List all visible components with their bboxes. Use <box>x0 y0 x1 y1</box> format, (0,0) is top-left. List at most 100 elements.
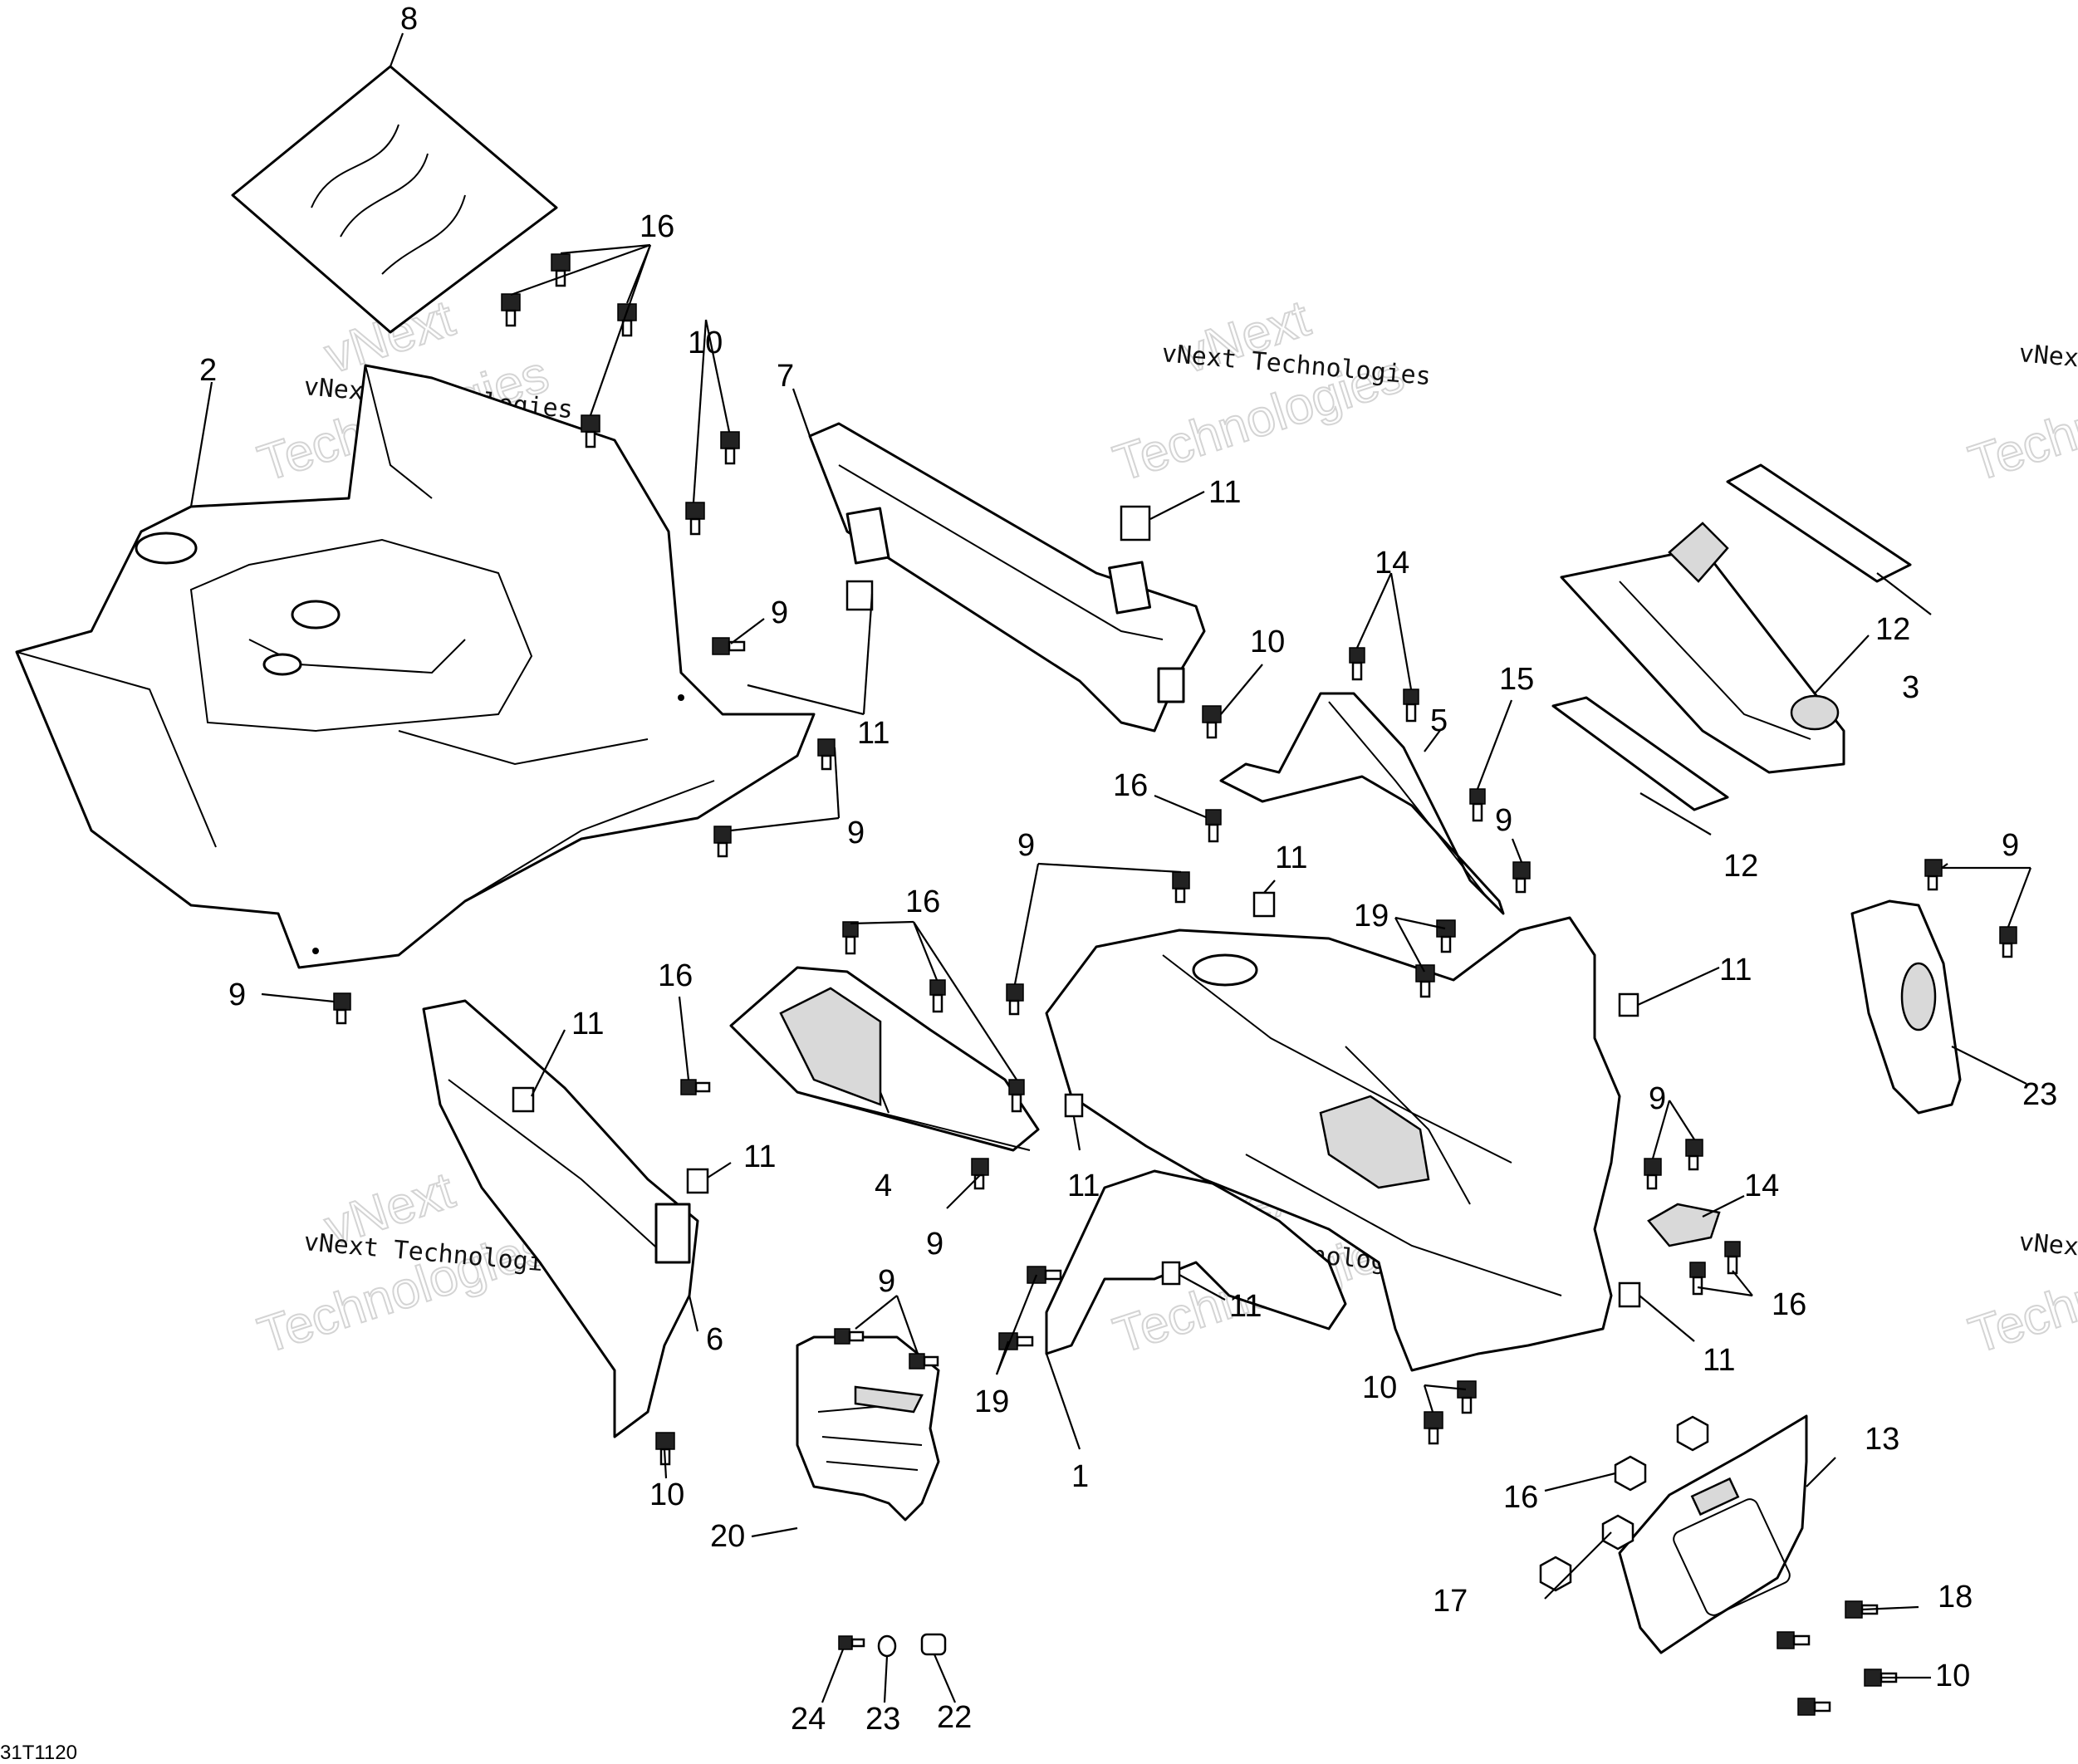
clip-11 <box>512 1086 535 1113</box>
screw-9 <box>971 1158 989 1190</box>
bolt-19 <box>1436 919 1456 953</box>
callout-number: 4 <box>875 1169 892 1203</box>
screw-9 <box>1172 871 1190 904</box>
callout-number: 19 <box>1354 899 1389 933</box>
part-7-side-panel <box>808 422 1206 733</box>
nut-22 <box>920 1633 947 1656</box>
clip-11 <box>1618 1281 1641 1308</box>
bolt-10 <box>685 502 705 536</box>
screw-16 <box>680 1079 711 1095</box>
watermark-small: vNext Technologies <box>2017 339 2078 391</box>
callout-number: 6 <box>706 1322 723 1357</box>
callout-number: 17 <box>1433 1584 1468 1619</box>
callout-number: 9 <box>2002 828 2019 863</box>
part-1-front-fender <box>1045 916 1621 1372</box>
callout-number: 16 <box>658 958 693 993</box>
callout-number: 11 <box>1275 840 1307 875</box>
bolt-19 <box>1415 964 1435 998</box>
callout-number: 23 <box>2022 1077 2057 1112</box>
callout-number: 20 <box>710 1519 745 1554</box>
screw-16 <box>1469 788 1486 822</box>
clip-11 <box>1161 1261 1181 1286</box>
callout-number: 9 <box>926 1227 943 1262</box>
callout-number: 12 <box>1723 849 1758 884</box>
callout-number: 22 <box>937 1700 972 1735</box>
screw-16 <box>929 979 946 1013</box>
nut-14 <box>1676 1415 1709 1452</box>
callout-number: 16 <box>905 884 940 919</box>
callout-number: 10 <box>1250 625 1285 659</box>
bolt-17 <box>501 293 521 327</box>
callout-number: 9 <box>771 595 788 630</box>
part-13-grille-plate <box>1618 1414 1808 1654</box>
screw-9 <box>817 738 836 771</box>
nut-14 <box>1539 1556 1572 1592</box>
screw-9 <box>712 637 746 655</box>
nut-14 <box>1614 1455 1647 1492</box>
callout-number: 9 <box>1017 828 1035 863</box>
screw-16 <box>842 921 859 955</box>
clip-11 <box>1618 992 1639 1017</box>
part-12-strip-upper <box>1726 463 1912 583</box>
callout-number: 11 <box>1208 475 1241 510</box>
bolt-19 <box>1027 1266 1062 1284</box>
watermark-small: vNext Technologies <box>2017 1227 2078 1280</box>
callout-number: 9 <box>878 1264 895 1299</box>
callouts: 8 16 2 10 7 11 9 11 9 10 14 5 15 16 9 12… <box>199 2 2057 1737</box>
bolt-10 <box>1797 1698 1831 1716</box>
washer-23 <box>877 1634 897 1658</box>
part-3-panel <box>1560 522 1845 774</box>
callout-number: 14 <box>1744 1169 1779 1203</box>
callout-number: 10 <box>649 1477 684 1512</box>
callout-number: 12 <box>1875 612 1910 647</box>
screw-16 <box>1205 809 1222 843</box>
bolt-10 <box>1457 1380 1477 1414</box>
callout-number: 15 <box>1499 662 1534 697</box>
callout-number: 5 <box>1430 703 1448 738</box>
screw-24 <box>838 1635 865 1650</box>
bolt-17 <box>581 414 600 448</box>
screw-9 <box>1999 926 2017 958</box>
clip-11 <box>1064 1093 1084 1118</box>
part-15-clip <box>1647 1203 1721 1247</box>
screw-9 <box>1512 861 1531 894</box>
callout-number: 11 <box>743 1139 776 1174</box>
screw-16 <box>1349 647 1365 681</box>
callout-number: 1 <box>1071 1459 1089 1494</box>
callout-number: 24 <box>791 1702 826 1737</box>
bolt-10 <box>720 431 740 465</box>
callout-number: 3 <box>1902 670 1919 705</box>
callout-number: 23 <box>865 1702 900 1737</box>
callout-number: 10 <box>688 326 723 360</box>
callout-number: 16 <box>640 209 674 244</box>
clip-11 <box>1120 505 1151 541</box>
callout-number: 10 <box>1362 1370 1397 1405</box>
callout-number: 11 <box>1229 1289 1262 1324</box>
part-4-side-cover <box>729 966 1040 1152</box>
callout-number: 7 <box>777 359 794 394</box>
callout-number: 16 <box>1772 1287 1806 1322</box>
callout-number: 11 <box>1703 1343 1735 1378</box>
callout-number: 11 <box>1719 953 1752 987</box>
screw-9 <box>1006 983 1024 1016</box>
screw-16 <box>1689 1262 1706 1296</box>
callout-number: 11 <box>857 716 890 751</box>
part-5-bracket <box>1219 692 1505 915</box>
clip-11 <box>686 1168 709 1194</box>
part-8-decal-sheet <box>231 65 558 334</box>
screw-16 <box>1403 688 1419 723</box>
screw-9 <box>1924 859 1943 891</box>
nut-14 <box>1601 1514 1634 1551</box>
screw-16 <box>1724 1241 1741 1275</box>
part-20-skid-guard <box>796 1335 940 1521</box>
callout-number: 19 <box>974 1384 1009 1419</box>
leader-lines <box>189 32 2032 1703</box>
part-2-rear-fender <box>15 364 816 969</box>
callout-number: 11 <box>571 1007 604 1041</box>
screw-9 <box>713 826 732 858</box>
part-12-strip-lower <box>1551 696 1729 811</box>
callout-number: 16 <box>1503 1480 1538 1515</box>
callout-number: 9 <box>1495 803 1512 838</box>
part-6-lower-side-panel <box>422 999 699 1438</box>
